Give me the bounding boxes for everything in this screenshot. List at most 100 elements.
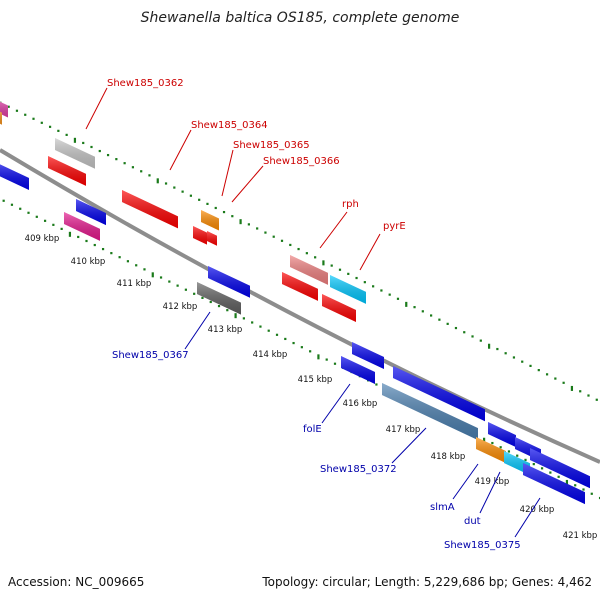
gene-label-shew185_0364[interactable]: Shew185_0364 — [191, 120, 268, 131]
tick-mark — [32, 117, 35, 120]
tick-mark — [524, 458, 527, 461]
leader-line — [319, 211, 348, 249]
tick-mark — [446, 322, 449, 325]
tick-mark — [438, 318, 441, 321]
gene-label-shew185_0372[interactable]: Shew185_0372 — [320, 464, 397, 475]
kbp-label: 409 kbp — [25, 234, 60, 244]
kbp-label: 420 kbp — [520, 505, 555, 515]
tick-mark — [549, 471, 552, 474]
tick-mark — [118, 256, 121, 259]
tick-mark — [372, 285, 375, 288]
gene-features — [0, 101, 590, 505]
gene-feature-shade — [341, 356, 375, 384]
gene-label-pyre[interactable]: pyrE — [383, 221, 406, 232]
tick-mark — [496, 347, 499, 351]
kbp-label: 417 kbp — [386, 425, 421, 435]
tick-mark — [189, 194, 192, 197]
leader-line — [221, 149, 234, 197]
leader-line — [321, 383, 351, 424]
gene-feature-shade — [290, 255, 328, 285]
gene-label-slma[interactable]: slmA — [430, 502, 455, 513]
tick-mark — [507, 450, 511, 453]
tick-mark — [289, 243, 292, 247]
tick-mark — [463, 331, 466, 334]
tick-mark — [479, 339, 482, 342]
kbp-label: 414 kbp — [253, 350, 288, 360]
tick-mark — [590, 492, 593, 495]
tick-mark — [7, 105, 10, 108]
tick-mark — [499, 446, 502, 449]
gene-label-shew185_0366[interactable]: Shew185_0366 — [263, 156, 340, 167]
tick-mark — [168, 280, 171, 283]
accession-text: Accession: NC_009665 — [8, 575, 144, 589]
tick-mark — [540, 467, 544, 470]
tick-mark — [305, 252, 308, 255]
tick-mark — [297, 247, 300, 251]
gene-feature-shade — [64, 212, 100, 241]
tick-mark — [181, 190, 184, 193]
tick-mark — [363, 281, 366, 284]
gene-feature-shade — [76, 199, 106, 226]
tick-mark — [65, 133, 68, 136]
tick-mark — [151, 272, 154, 278]
kbp-label: 410 kbp — [71, 257, 106, 267]
tick-mark — [82, 141, 85, 145]
gene-feature-shade — [55, 138, 95, 169]
tick-mark — [405, 301, 408, 307]
tick-mark — [126, 260, 130, 263]
tick-mark — [77, 235, 80, 239]
leader-line — [391, 427, 427, 464]
gene-label-shew185_0367[interactable]: Shew185_0367 — [112, 350, 189, 361]
genome-summary-text: Topology: circular; Length: 5,229,686 bp… — [261, 575, 592, 589]
gene-feature-shade — [382, 383, 478, 441]
tick-mark — [413, 306, 416, 309]
tick-mark — [135, 264, 138, 267]
gene-label-shew185_0365[interactable]: Shew185_0365 — [233, 140, 310, 151]
gene-labels: Shew185_0362Shew185_0364Shew185_0365Shew… — [85, 78, 541, 551]
tick-mark — [234, 313, 237, 319]
kbp-label: 418 kbp — [431, 452, 466, 462]
kbp-label: 421 kbp — [563, 531, 598, 541]
tick-mark — [565, 479, 569, 485]
tick-mark — [595, 398, 598, 401]
tick-mark — [557, 475, 560, 478]
tick-mark — [482, 437, 486, 443]
tick-mark — [529, 364, 532, 367]
tick-mark — [73, 137, 77, 143]
tick-mark — [242, 317, 245, 320]
gene-feature-shade — [208, 266, 250, 298]
tick-mark — [333, 362, 337, 365]
tick-mark — [396, 297, 400, 300]
outer-tick-row — [0, 101, 598, 401]
gene-feature-shade — [530, 448, 590, 489]
tick-mark — [275, 333, 279, 336]
gene-label-dut[interactable]: dut — [464, 516, 481, 527]
leader-line — [479, 471, 501, 514]
gene-label-shew185_0375[interactable]: Shew185_0375 — [444, 540, 521, 551]
gene-feature-shade — [322, 294, 356, 322]
tick-mark — [164, 182, 168, 185]
tick-mark — [430, 314, 433, 317]
leader-line — [359, 233, 381, 271]
gene-feature-shade — [282, 272, 318, 301]
tick-mark — [35, 215, 38, 218]
tick-mark — [388, 293, 391, 296]
gene-feature-shade — [488, 422, 516, 448]
tick-mark — [471, 335, 474, 338]
gene-label-shew185_0362[interactable]: Shew185_0362 — [107, 78, 184, 89]
leader-line — [184, 311, 211, 350]
tick-mark — [217, 304, 221, 308]
gene-feature-shade — [201, 210, 219, 231]
tick-mark — [537, 369, 540, 372]
tick-mark — [90, 145, 93, 149]
tick-mark — [280, 239, 284, 242]
gene-label-rph[interactable]: rph — [342, 199, 359, 210]
kbp-label: 412 kbp — [163, 302, 198, 312]
tick-mark — [579, 390, 582, 393]
tick-mark — [574, 484, 577, 487]
gene-label-fole[interactable]: folE — [303, 424, 322, 435]
tick-mark — [267, 329, 270, 332]
gene-feature-shade — [48, 156, 86, 186]
